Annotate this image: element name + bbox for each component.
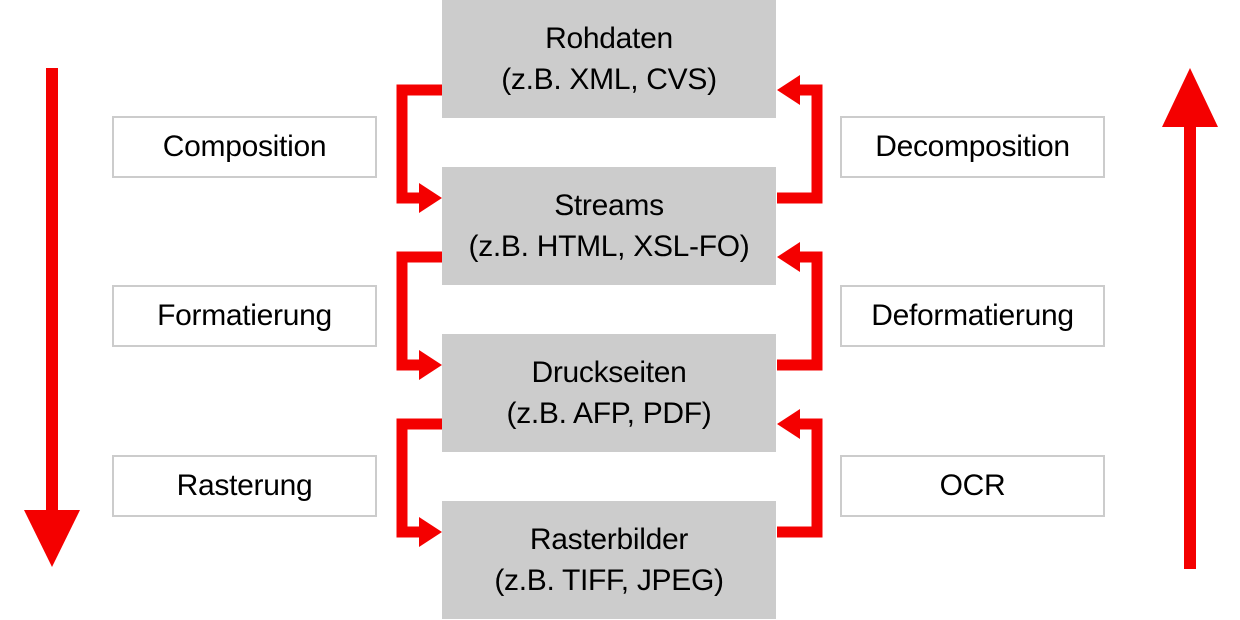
arrow-rasterbilder-to-druckseiten [777,409,823,538]
step-label-rasterung: Rasterung [112,455,377,517]
step-label-composition: Composition [112,116,377,178]
step-label-ocr: OCR [840,455,1105,517]
arrow-streams-to-druckseiten [396,251,442,380]
stage-example: (z.B. TIFF, JPEG) [494,564,724,597]
step-label-text: OCR [939,469,1006,502]
stage-box-streams: Streams (z.B. HTML, XSL-FO) [442,167,776,285]
step-label-decomposition: Decomposition [840,116,1105,178]
stage-name: Streams [554,189,664,222]
step-label-text: Composition [162,130,327,163]
stage-example: (z.B. XML, CVS) [501,63,717,96]
up-direction-arrow [1162,68,1218,569]
step-label-text: Rasterung [176,469,313,502]
arrow-druckseiten-to-streams [777,242,823,371]
arrow-streams-to-rohdaten [777,75,823,204]
step-label-text: Decomposition [875,130,1070,163]
step-label-text: Deformatierung [871,299,1074,332]
stage-box-rasterbilder: Rasterbilder (z.B. TIFF, JPEG) [442,501,776,619]
step-label-formatierung: Formatierung [112,285,377,347]
stage-name: Rasterbilder [529,523,689,556]
stage-example: (z.B. HTML, XSL-FO) [468,230,750,263]
arrow-druckseiten-to-rasterbilder [396,418,442,547]
stage-box-druckseiten: Druckseiten (z.B. AFP, PDF) [442,334,776,452]
arrow-rohdaten-to-streams [396,84,442,213]
down-direction-arrow [24,68,80,567]
stage-example: (z.B. AFP, PDF) [506,397,712,430]
step-label-text: Formatierung [157,299,332,332]
stage-name: Rohdaten [545,22,673,55]
step-label-deformatierung: Deformatierung [840,285,1105,347]
stage-name: Druckseiten [531,356,687,389]
stage-box-rohdaten: Rohdaten (z.B. XML, CVS) [442,0,776,118]
